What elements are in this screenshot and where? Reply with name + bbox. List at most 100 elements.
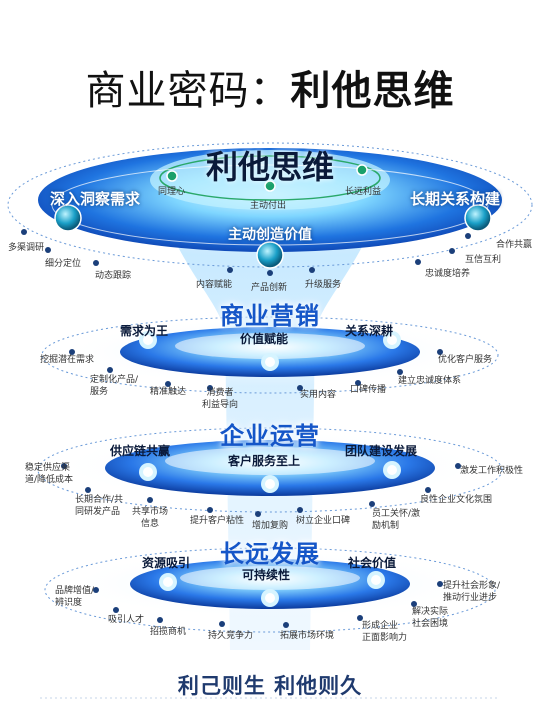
orbit-dot: [61, 463, 67, 469]
development-item: 吸引人才: [108, 615, 145, 625]
orbit-dot: [69, 349, 75, 355]
development-item: 解决实际 社会困境: [412, 607, 449, 629]
development-item: 招揽商机: [150, 627, 187, 637]
top-left-item: 多渠调研: [8, 243, 45, 253]
orbit-dot: [207, 385, 213, 391]
ring-dot: [356, 164, 368, 176]
orbit-dot: [113, 607, 119, 613]
orbit-dot: [297, 507, 303, 513]
glow-node-core: [387, 335, 397, 345]
marketing-right-label: 关系深耕: [345, 324, 394, 338]
glow-node-core: [265, 357, 275, 367]
ring-item: 同理心: [158, 187, 186, 197]
marketing-item: 实用内容: [300, 390, 337, 400]
orbit-dot: [369, 501, 375, 507]
orbit-dot: [219, 621, 225, 627]
marketing-item: 精准触达: [150, 387, 187, 397]
development-heading: 长远发展: [220, 540, 320, 568]
operation-item: 良性企业文化氛围: [420, 495, 493, 505]
orbit-dot: [411, 601, 417, 607]
operation-item: 长期合作/共 同研发产品: [75, 495, 124, 517]
operation-item: 共享市场 信息: [131, 507, 169, 529]
orbit-dot: [45, 247, 51, 253]
orbit-dot: [267, 270, 273, 276]
top-right-item: 合作共赢: [496, 240, 533, 250]
orbit-dot: [437, 349, 443, 355]
node-marker: [464, 204, 492, 232]
development-item: 提升社会形象/ 推动行业进步: [443, 581, 501, 603]
top-right-item: 互信互利: [465, 255, 502, 265]
orbit-dot: [309, 267, 315, 273]
orbit-dot: [157, 617, 163, 623]
orbit-dot: [283, 622, 289, 628]
glow-node-core: [387, 465, 397, 475]
orbit-dot: [425, 487, 431, 493]
operation-item: 增加复购: [252, 521, 289, 531]
glow-node-core: [163, 577, 173, 587]
page-title: 商业密码：利他思维: [85, 68, 455, 114]
marketing-heading: 商业营销: [220, 302, 320, 330]
operation-item: 员工关怀/激 励机制: [372, 509, 421, 531]
operation-item: 稳定供应渠 道/降低成本: [25, 463, 74, 485]
orbit-dot: [85, 487, 91, 493]
orbit-dot: [297, 385, 303, 391]
ring-dot: [166, 170, 178, 182]
orbit-dot: [397, 369, 403, 375]
ring-item: 长远利益: [345, 187, 382, 197]
top-center-label: 主动创造价值: [228, 227, 312, 243]
development-right-label: 社会价值: [348, 556, 397, 570]
orbit-dot: [255, 511, 261, 517]
orbit-dot: [207, 507, 213, 513]
top-right-item: 忠诚度培养: [425, 269, 471, 279]
marketing-item: 定制化产品/ 服务: [90, 375, 139, 397]
orbit-dot: [449, 248, 455, 254]
marketing-center-label: 价值赋能: [240, 332, 289, 346]
glow-node-core: [371, 575, 381, 585]
development-item: 持久竞争力: [208, 631, 254, 641]
node-marker: [256, 241, 284, 269]
ring-dot: [264, 180, 276, 192]
glow-node-core: [265, 479, 275, 489]
operation-item: 树立企业口碑: [296, 516, 351, 526]
glow-node-core: [143, 335, 153, 345]
top-bottom-item: 内容赋能: [196, 280, 233, 290]
top-left-item: 动态跟踪: [95, 271, 132, 281]
orbit-dot: [107, 367, 113, 373]
orbit-dot: [227, 267, 233, 273]
top-right-label: 长期关系构建: [410, 190, 501, 208]
top-bottom-item: 产品创新: [251, 283, 288, 293]
operation-heading: 企业运营: [220, 422, 320, 450]
orbit-dot: [465, 233, 471, 239]
glow-node-core: [265, 593, 275, 603]
orbit-dot: [415, 259, 421, 265]
operation-right-label: 团队建设发展: [345, 444, 418, 458]
top-left-item: 细分定位: [45, 259, 82, 269]
orbit-dot: [357, 615, 363, 621]
marketing-item: 优化客户服务: [438, 355, 493, 365]
operation-left-label: 供应链共赢: [110, 444, 171, 458]
orbit-dot: [165, 381, 171, 387]
top-left-label: 深入洞察需求: [50, 190, 141, 208]
development-item: 品牌增值/ 辨识度: [55, 586, 95, 608]
marketing-left-label: 需求为王: [120, 324, 169, 338]
footer-slogan: 利己则生 利他则久: [177, 674, 363, 698]
orbit-dot: [21, 229, 27, 235]
development-left-label: 资源吸引: [142, 556, 191, 570]
development-center-label: 可持续性: [242, 568, 291, 582]
marketing-item: 建立忠诚度体系: [398, 376, 462, 386]
top-bottom-item: 升级服务: [305, 280, 342, 290]
operation-item: 激发工作积极性: [460, 466, 524, 476]
operation-center-label: 客户服务至上: [228, 454, 301, 468]
orbit-dot: [147, 497, 153, 503]
marketing-item: 挖掘潜在需求: [40, 355, 95, 365]
development-item: 拓展市场环境: [280, 631, 335, 641]
operation-item: 提升客户粘性: [190, 516, 245, 526]
orbit-dot: [355, 380, 361, 386]
orbit-dot: [93, 587, 99, 593]
glow-node-core: [143, 467, 153, 477]
node-marker: [54, 204, 82, 232]
orbit-dot: [437, 581, 443, 587]
orbit-dot: [455, 463, 461, 469]
